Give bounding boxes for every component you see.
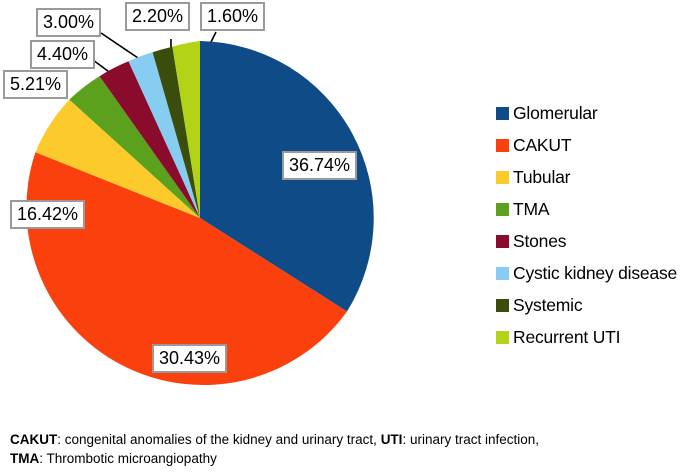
pie-slice-recurrent-uti[interactable] — [172, 41, 200, 218]
legend-label: Stones — [513, 230, 567, 251]
legend-label: Recurrent UTI — [513, 326, 621, 347]
pie-slice-tma[interactable] — [69, 76, 200, 218]
pie-slice-tubular[interactable] — [35, 99, 201, 218]
pie-slice-cystic-kidney-disease[interactable] — [128, 52, 201, 218]
legend-item-stones[interactable]: Stones — [496, 225, 685, 257]
legend-label: CAKUT — [513, 134, 572, 155]
legend-swatch-icon — [496, 298, 509, 312]
legend-label: Systemic — [513, 294, 583, 315]
legend-swatch-icon — [496, 202, 509, 216]
footnote-abbreviations: CAKUT: congenital anomalies of the kidne… — [10, 430, 675, 468]
legend-item-cystic-kidney-disease[interactable]: Cystic kidney disease — [496, 257, 685, 289]
legend-item-cakut[interactable]: CAKUT — [496, 129, 685, 161]
chart-legend: Glomerular CAKUT Tubular TMA Stones Cyst… — [496, 97, 685, 353]
callout-recurrent-uti: 1.60% — [200, 2, 266, 31]
footnote-line-2: TMA: Thrombotic microangiopathy — [10, 449, 675, 468]
legend-swatch-icon — [496, 234, 509, 248]
legend-label: TMA — [513, 198, 550, 219]
callout-tma: 5.21% — [3, 70, 69, 99]
callout-cystic: 3.00% — [36, 8, 102, 37]
legend-item-tubular[interactable]: Tubular — [496, 161, 685, 193]
legend-item-tma[interactable]: TMA — [496, 193, 685, 225]
legend-swatch-icon — [496, 170, 509, 184]
footnote-line-1: CAKUT: congenital anomalies of the kidne… — [10, 430, 675, 449]
callout-glomerular: 36.74% — [282, 151, 358, 180]
callout-cakut: 30.43% — [152, 344, 228, 373]
callout-systemic: 2.20% — [125, 2, 191, 31]
legend-item-systemic[interactable]: Systemic — [496, 289, 685, 321]
pie-slice-cakut[interactable] — [26, 152, 347, 386]
footnote-text-uti: : urinary tract infection, — [402, 432, 539, 447]
legend-label: Cystic kidney disease — [513, 262, 678, 283]
callout-tubular: 16.42% — [10, 200, 86, 229]
legend-swatch-icon — [496, 106, 509, 120]
footnote-text-tma: : Thrombotic microangiopathy — [39, 451, 217, 466]
pie-slice-systemic[interactable] — [152, 46, 200, 219]
legend-item-glomerular[interactable]: Glomerular — [496, 97, 685, 129]
legend-swatch-icon — [496, 330, 509, 344]
footnote-abbr-uti: UTI — [380, 432, 403, 447]
footnote-text-cakut: : congenital anomalies of the kidney and… — [57, 432, 381, 447]
footnote-abbr-tma: TMA — [10, 451, 40, 466]
legend-label: Glomerular — [513, 102, 598, 123]
pie-slice-stones[interactable] — [99, 61, 201, 218]
legend-label: Tubular — [513, 166, 571, 187]
legend-swatch-icon — [496, 138, 509, 152]
legend-item-recurrent-uti[interactable]: Recurrent UTI — [496, 321, 685, 353]
legend-swatch-icon — [496, 266, 509, 280]
footnote-abbr-cakut: CAKUT — [10, 432, 58, 447]
callout-stones: 4.40% — [30, 40, 96, 69]
